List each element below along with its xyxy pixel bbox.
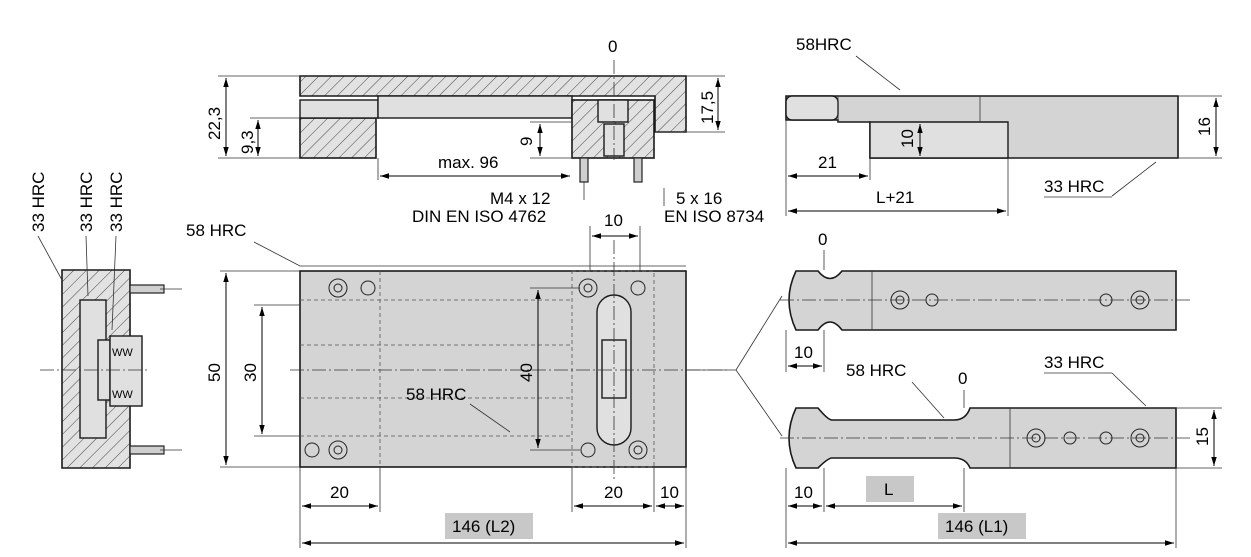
dim-10-lower: 10 — [794, 483, 813, 502]
dim-16: 16 — [1195, 117, 1214, 136]
hardness-plan-center: 58 HRC — [406, 385, 466, 404]
dim-20-right: 20 — [604, 483, 623, 502]
dim-146-l1: 146 (L1) — [945, 517, 1008, 536]
hole — [630, 280, 646, 296]
body-strip — [377, 95, 573, 119]
hardness-slide-top: 58HRC — [796, 35, 852, 54]
screw-left — [579, 157, 589, 183]
dim-9-3: 9,3 — [238, 130, 257, 154]
view-leader — [735, 295, 783, 371]
dim-20-left: 20 — [330, 483, 349, 502]
screw-spec: M4 x 12 — [490, 189, 550, 208]
dim-10-right: 10 — [660, 483, 679, 502]
left-block — [299, 117, 377, 159]
leader-line — [37, 235, 63, 281]
label-box-l1 — [938, 513, 1026, 539]
dim-10-upper: 10 — [794, 343, 813, 362]
label-box-L — [866, 476, 914, 502]
slide-upper-body — [788, 270, 1177, 331]
pin-spec: 5 x 16 — [676, 189, 722, 208]
spring-top: WW — [112, 347, 133, 359]
dim-146-l2: 146 (L2) — [452, 517, 515, 536]
pin-right — [633, 157, 643, 183]
slide-side-tip — [785, 95, 839, 121]
plan-view: 58 HRC 58 HRC 10 50 30 40 20 — [186, 211, 783, 548]
pin-standard: EN ISO 8734 — [664, 207, 764, 226]
hardness-lower-33: 33 HRC — [1044, 353, 1104, 372]
hole — [583, 283, 593, 293]
hole — [360, 280, 376, 296]
dim-21: 21 — [818, 153, 837, 172]
hardness-side-2: 33 HRC — [77, 172, 96, 232]
hole — [328, 440, 348, 460]
dim-max96: max. 96 — [438, 153, 498, 172]
origin-label: 0 — [608, 37, 617, 56]
side-pin-top — [129, 284, 165, 294]
hardness-side-1: 33 HRC — [29, 172, 48, 232]
label-box-l2 — [445, 513, 533, 539]
zero-upper: 0 — [818, 230, 827, 249]
dim-10-top: 10 — [604, 211, 623, 230]
hole — [580, 442, 596, 458]
hole — [304, 442, 320, 458]
slide-plan-lower: 58 HRC 0 33 HRC 15 10 L 146 (L1) — [780, 353, 1222, 548]
side-section-view: WW WW 33 HRC 33 HRC 33 HRC — [29, 172, 182, 469]
leader-line — [1111, 161, 1157, 197]
dim-40: 40 — [517, 363, 536, 382]
hole — [628, 440, 648, 460]
dim-30: 30 — [241, 363, 260, 382]
top-section-view: 0 22,3 9,3 17,5 9 max. 96 M4 x 12 DIN EN… — [205, 37, 764, 226]
leader-line — [855, 55, 901, 91]
slide-plan-upper: 0 10 — [780, 230, 1190, 372]
dim-9: 9 — [517, 137, 536, 146]
screw-standard: DIN EN ISO 4762 — [412, 207, 546, 226]
view-leader — [735, 369, 783, 437]
leader-line — [85, 235, 89, 297]
dim-10-slide: 10 — [898, 129, 917, 148]
leader-line — [111, 235, 117, 331]
dim-L: L — [884, 480, 893, 499]
slide-block-inner — [597, 99, 629, 123]
hole — [633, 445, 643, 455]
dim-15: 15 — [1193, 427, 1212, 446]
left-block-top — [299, 99, 379, 119]
dim-17-5: 17,5 — [698, 91, 717, 124]
dim-l21: L+21 — [876, 188, 914, 207]
hole — [328, 278, 348, 298]
hole — [333, 445, 343, 455]
spring-area — [109, 335, 143, 407]
zero-lower: 0 — [958, 369, 967, 388]
hardness-lower-58: 58 HRC — [846, 361, 906, 380]
slide-side-step — [869, 121, 1009, 159]
hole — [333, 283, 343, 293]
leader-line — [469, 403, 511, 433]
slide-side-view: 58HRC 33 HRC 10 16 21 L+21 — [785, 35, 1222, 216]
plan-slide-outline — [571, 270, 655, 468]
leader-line — [1111, 372, 1147, 407]
dim-50: 50 — [205, 363, 224, 382]
side-pin-bottom — [129, 445, 165, 455]
hardness-side-3: 33 HRC — [107, 172, 126, 232]
leader-line — [253, 241, 301, 267]
hardness-plan-top: 58 HRC — [186, 221, 246, 240]
spring-bottom: WW — [112, 389, 133, 401]
dim-22-3: 22,3 — [205, 107, 224, 140]
leader-line — [911, 381, 945, 419]
hardness-slide-bottom: 33 HRC — [1044, 177, 1104, 196]
